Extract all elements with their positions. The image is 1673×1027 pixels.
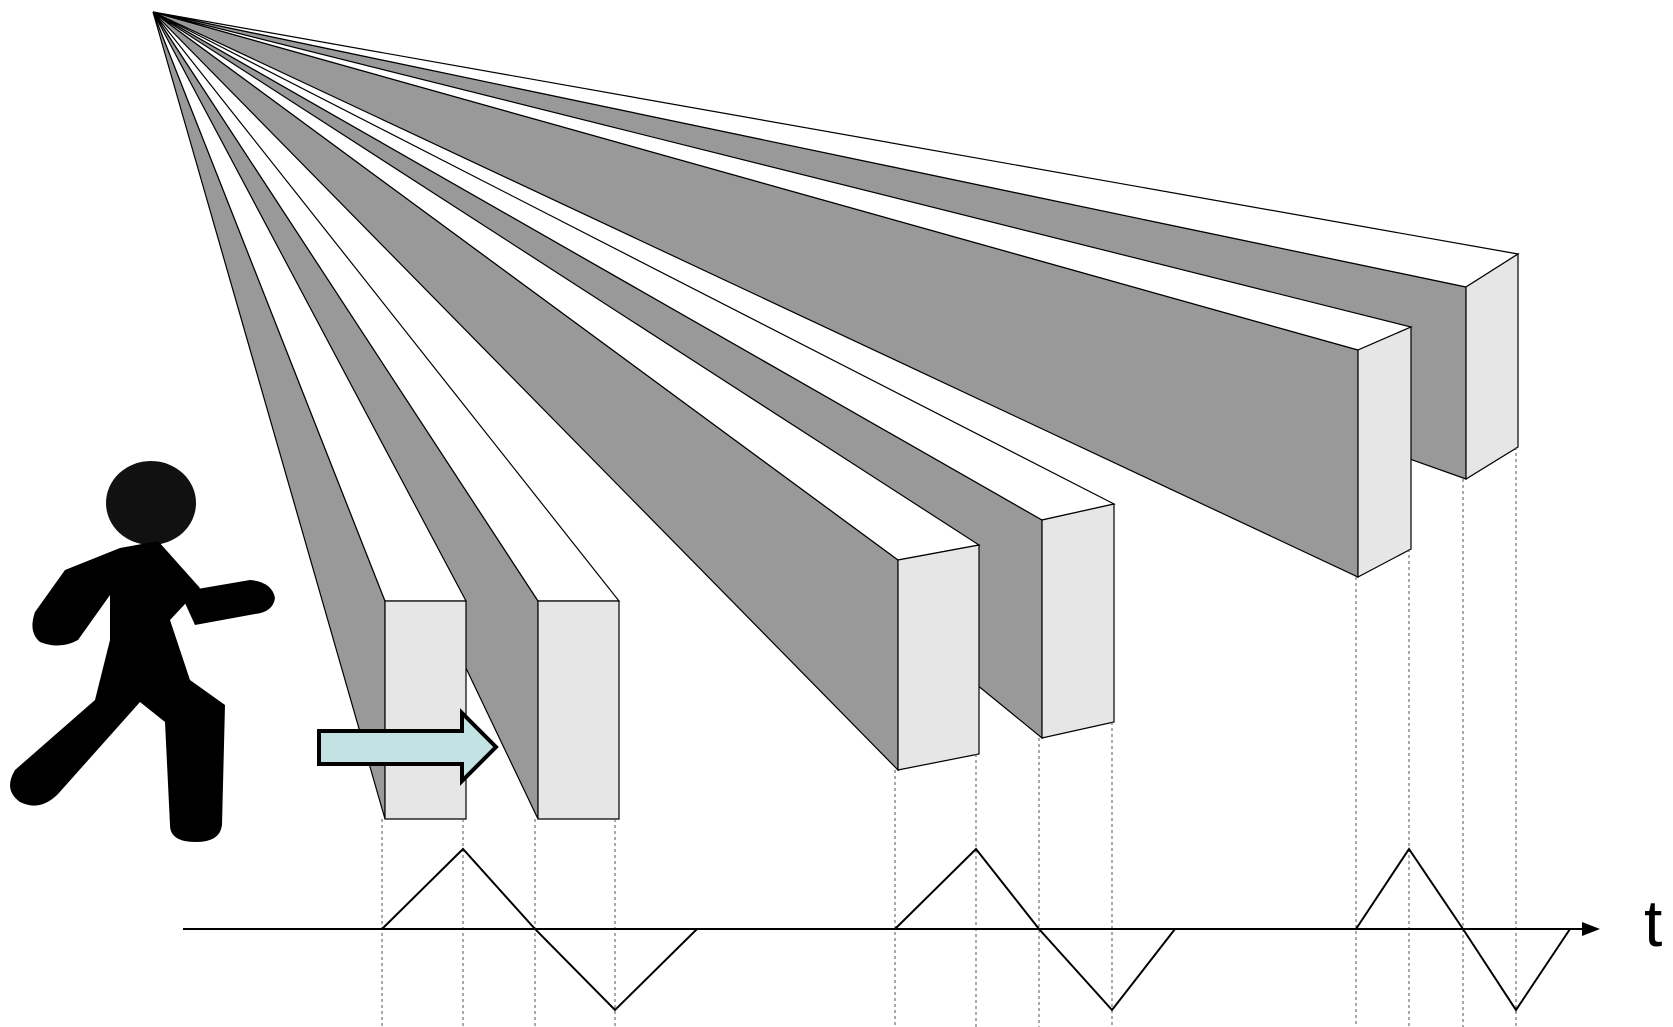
- walking-person-icon: [10, 461, 275, 842]
- beam-face: [538, 601, 619, 819]
- light-beams: [153, 12, 1518, 819]
- beam-face: [1042, 504, 1114, 738]
- beam-face: [1466, 254, 1518, 479]
- time-axis-arrowhead: [1582, 922, 1600, 936]
- beam-face: [1358, 327, 1411, 577]
- beam-face: [898, 545, 979, 770]
- time-axis-label: t: [1644, 886, 1662, 960]
- beam-face: [385, 601, 466, 819]
